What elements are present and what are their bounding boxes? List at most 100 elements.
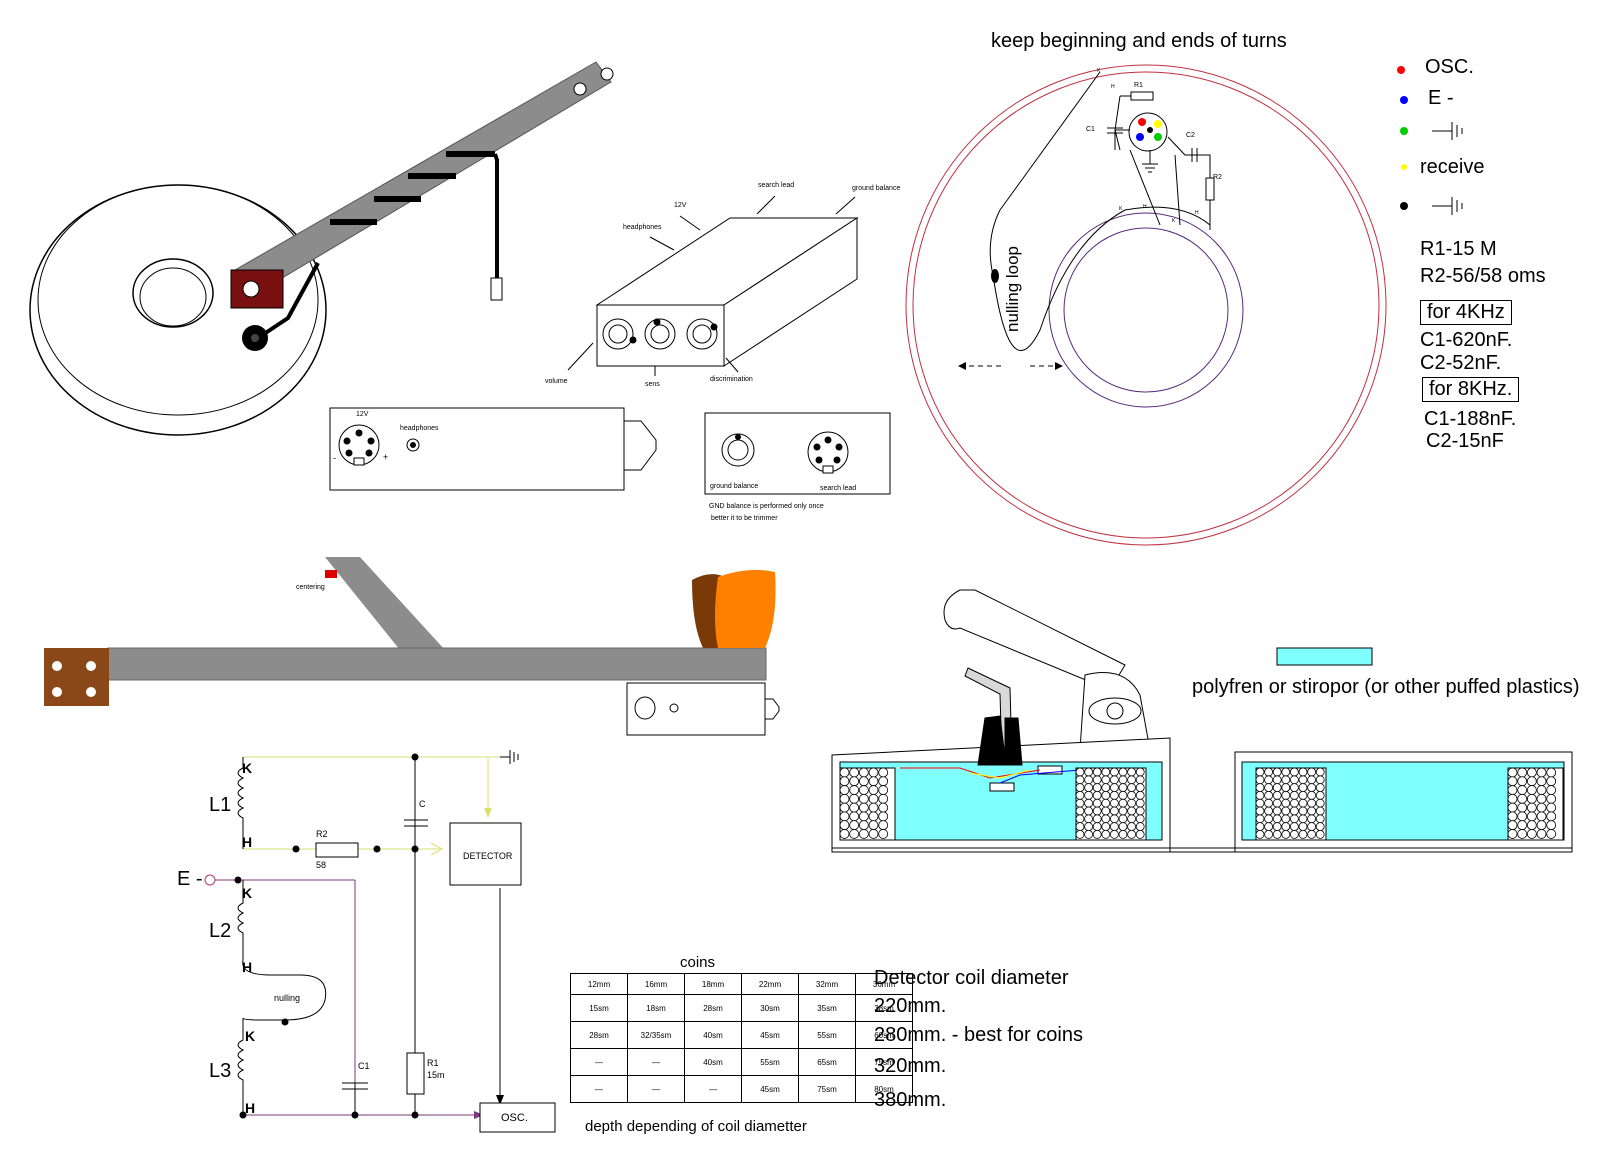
wire-turn (1075, 798, 1085, 808)
wire-turn (1281, 814, 1291, 824)
wire-turn (1264, 767, 1273, 777)
shaft-hole-1 (600, 67, 614, 81)
wire-turn (1546, 767, 1557, 778)
wire-turn (1084, 814, 1093, 824)
wire-turn (878, 811, 889, 822)
nulling-schematic-label: nulling (274, 993, 301, 1003)
wire-turn (839, 793, 850, 804)
depth-cell: — (570, 1075, 628, 1103)
wire-turn (1084, 822, 1093, 831)
leader-12v (679, 215, 701, 231)
depth-cell: 75sm (798, 1075, 856, 1103)
wire-turn (878, 785, 889, 795)
wire-turn (1272, 783, 1282, 792)
wire-turn (1507, 785, 1518, 795)
wire-turn (878, 802, 889, 813)
wire-turn (1307, 791, 1316, 800)
search-lead-pin (813, 443, 821, 451)
wire-turn (1264, 791, 1273, 800)
wire-turn (1110, 822, 1119, 831)
inner-coil-ring (1048, 212, 1244, 408)
wire-turn (1307, 806, 1316, 816)
wire-turn (1507, 811, 1518, 822)
coil-cable (493, 153, 499, 278)
power-socket-pin (365, 449, 373, 457)
r1-schematic-label: R1 (427, 1058, 439, 1068)
coil-winding-diagram (905, 64, 1387, 546)
ground-icon (1432, 197, 1463, 215)
wire-turn (868, 820, 879, 831)
wire-turn (1084, 798, 1093, 808)
rear-handle (943, 589, 1126, 691)
electronics-box-led (669, 703, 679, 713)
r2-schematic-label: R2 (316, 829, 328, 839)
wire-turn (1517, 793, 1528, 804)
coil-h-label-3: H (1195, 210, 1199, 216)
cable-plug (490, 277, 503, 301)
coil-c1-label: C1 (1086, 126, 1095, 133)
wire-turn (1092, 791, 1102, 800)
wire-turn (878, 767, 889, 778)
wire-turn (1315, 791, 1325, 800)
wire-turn (1127, 798, 1136, 808)
wire-turn (839, 829, 850, 839)
headphones-jack-center (410, 442, 416, 448)
sens-knob-dot (653, 318, 661, 326)
wire-turn (1307, 798, 1316, 808)
wire-turn (849, 785, 860, 795)
wire-turn (1290, 798, 1299, 808)
lead-wire (1129, 149, 1161, 226)
wire-turn (1101, 791, 1111, 800)
wire-turn (1307, 767, 1316, 777)
wire-turn (1255, 798, 1265, 808)
wire-turn (1298, 814, 1308, 824)
wire-turn (1290, 783, 1299, 792)
wire-turn (1507, 767, 1518, 778)
legend (1397, 66, 1463, 215)
wire-turn (1255, 791, 1265, 800)
depth-cell: 55sm (741, 1048, 799, 1076)
spec-8khz-title: for 8KHz. (1422, 377, 1520, 402)
sens-knob-cap (650, 324, 670, 344)
control-box-3d (567, 195, 859, 376)
box-search-lead-label: search lead (758, 182, 795, 189)
r1-value-label: 15m (427, 1070, 445, 1080)
winding-turns (1075, 767, 1145, 839)
legend-osc-label: OSC. (1425, 56, 1474, 78)
bracket-bolt (242, 280, 260, 298)
search-lead-pin (815, 456, 823, 464)
wire-turn (1315, 783, 1325, 792)
depth-cell: 32/35sm (627, 1021, 685, 1049)
wire-turn (1075, 814, 1085, 824)
l3-inductor (237, 1018, 245, 1115)
wire-turn (1092, 814, 1102, 824)
depth-cell: 28sm (570, 1021, 628, 1049)
l2-label: L2 (209, 920, 232, 942)
legend-dot-e (1400, 96, 1408, 104)
wire-turn (858, 811, 869, 822)
wire-turn (1110, 791, 1119, 800)
wire-turn (1546, 829, 1557, 839)
wire-turn (868, 776, 879, 787)
wire-turn (1526, 793, 1537, 804)
wire-turn (1536, 829, 1547, 839)
wire-turn (849, 829, 860, 839)
box-volume-label: volume (545, 378, 568, 385)
coil-lead (256, 262, 320, 340)
wire-turn (1315, 814, 1325, 824)
wire-turn (1118, 798, 1128, 808)
wire-turn (1101, 798, 1111, 808)
legend-e-label: E - (1428, 87, 1454, 109)
box-12v-label: 12V (674, 202, 687, 209)
wire-turn (1536, 776, 1547, 787)
outer-coil-ring (905, 64, 1387, 546)
winding-turns (1255, 767, 1325, 839)
spec-4khz-c1: C1-620nF. (1420, 329, 1513, 351)
wire-turn (1315, 775, 1325, 785)
legend-dot-black (1400, 202, 1408, 210)
wire-turn (1307, 775, 1316, 785)
wire-turn (1536, 820, 1547, 831)
pin-osc (1138, 118, 1146, 126)
mount-bolt (52, 687, 62, 697)
wire-turn (1264, 830, 1273, 839)
